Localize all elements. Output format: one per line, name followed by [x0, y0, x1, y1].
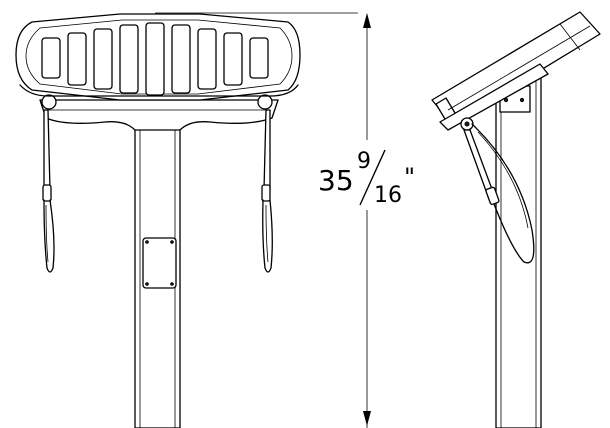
- side-hand-grip: [460, 117, 535, 264]
- right-grip-knob: [257, 94, 273, 110]
- front-view: [15, 12, 358, 428]
- height-dimension: 35 9 16 ": [316, 13, 424, 428]
- fraction-slash: [359, 149, 386, 206]
- left-hand-grip: [42, 109, 55, 273]
- dimension-denominator: 16: [374, 183, 402, 208]
- side-display-head: [431, 11, 601, 131]
- right-hand-grip: [261, 109, 273, 273]
- keypad: [41, 22, 269, 96]
- dimension-numerator: 9: [357, 149, 371, 174]
- head-bracket: [39, 99, 279, 131]
- dimension-whole: 35: [318, 164, 354, 197]
- side-view: [431, 11, 601, 428]
- dimension-unit: ": [404, 163, 415, 191]
- left-grip-knob: [41, 94, 57, 110]
- access-plate: [142, 237, 177, 289]
